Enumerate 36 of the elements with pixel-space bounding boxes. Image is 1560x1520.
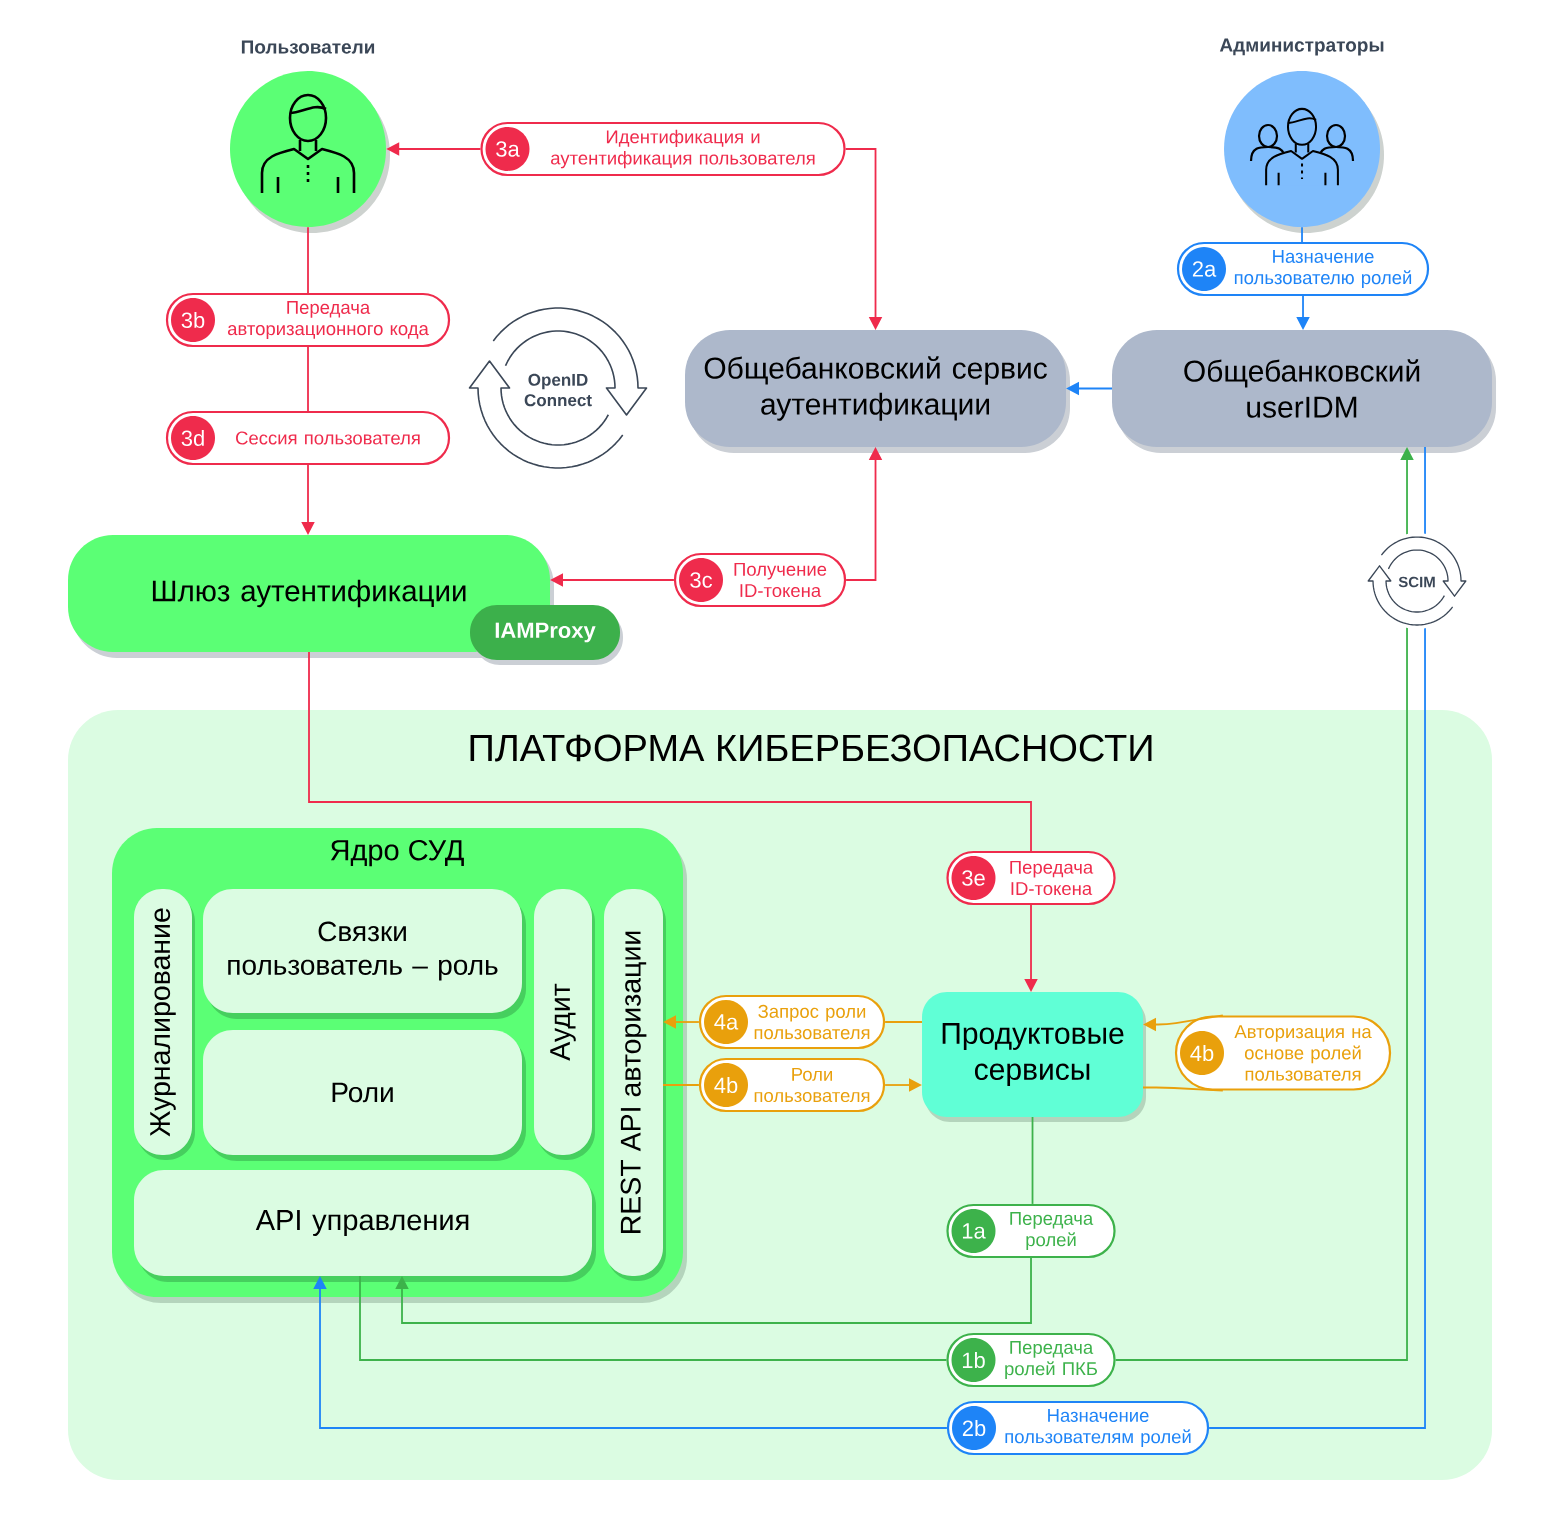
module-box: Аудит bbox=[534, 889, 595, 1160]
step-number: 3e bbox=[951, 856, 996, 900]
connector-line bbox=[662, 1084, 700, 1086]
connector-line bbox=[359, 1275, 948, 1361]
step-number: 3b bbox=[171, 298, 215, 342]
module-box: REST API авторизации bbox=[604, 889, 666, 1281]
step-number: 4b bbox=[1180, 1031, 1224, 1075]
step-number: 4b bbox=[704, 1063, 748, 1107]
step-number: 3d bbox=[171, 416, 215, 460]
connector-line bbox=[884, 1021, 923, 1023]
step-number: 1a bbox=[951, 1209, 996, 1253]
step-number: 4a bbox=[704, 1000, 748, 1044]
service-box: Общебанковский сервис аутентификации bbox=[685, 330, 1070, 453]
service-box: Продуктовые сервисы bbox=[922, 992, 1146, 1122]
module-box: Роли bbox=[203, 1030, 526, 1161]
connector-line bbox=[1208, 446, 1426, 1429]
connector-line bbox=[1142, 1086, 1224, 1092]
step-number: 3c bbox=[679, 558, 723, 602]
connector-line bbox=[307, 346, 309, 412]
protocol-label: OpenID Connect bbox=[524, 373, 592, 407]
service-box: Общебанковский userIDM bbox=[1112, 330, 1496, 453]
badge: IAMProxy bbox=[470, 605, 623, 665]
connector-line bbox=[307, 226, 309, 294]
step-number: 2b bbox=[952, 1406, 996, 1450]
step-number: 2a bbox=[1182, 247, 1226, 291]
step-number: 1b bbox=[951, 1338, 996, 1382]
heading: Пользователи bbox=[241, 40, 375, 54]
module-box: API управления bbox=[134, 1170, 596, 1282]
module-box: Связки пользователь – роль bbox=[203, 889, 526, 1019]
arrow bbox=[395, 1257, 1032, 1324]
connector-line bbox=[308, 651, 1032, 852]
protocol-label: SCIM bbox=[1398, 576, 1435, 588]
connector-line bbox=[1031, 1116, 1034, 1205]
heading: Администраторы bbox=[1219, 38, 1384, 56]
module-box: Журналирование bbox=[134, 889, 195, 1160]
step-number: 3a bbox=[485, 127, 530, 171]
